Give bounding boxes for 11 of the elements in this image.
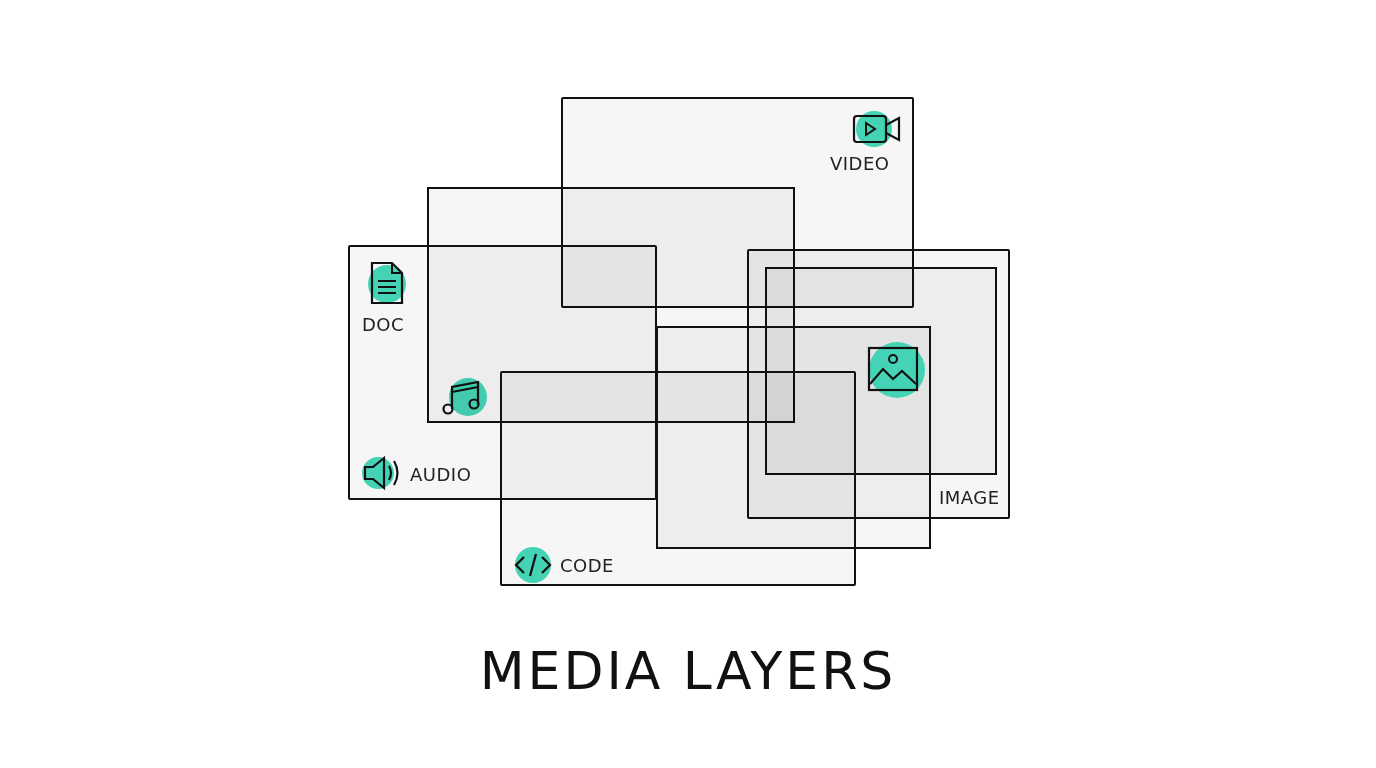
video-label: VIDEO (830, 155, 890, 173)
layer-frame (500, 371, 856, 586)
layer-frame (747, 249, 1010, 519)
audio-label: AUDIO (410, 466, 472, 484)
layer-frame (765, 267, 997, 475)
layer-frame (348, 245, 657, 500)
code-label: CODE (560, 557, 614, 575)
title: MEDIA LAYERS (478, 645, 898, 697)
image-label: IMAGE (939, 489, 1000, 507)
doc-label: DOC (362, 316, 405, 334)
layer-frame (656, 326, 931, 549)
